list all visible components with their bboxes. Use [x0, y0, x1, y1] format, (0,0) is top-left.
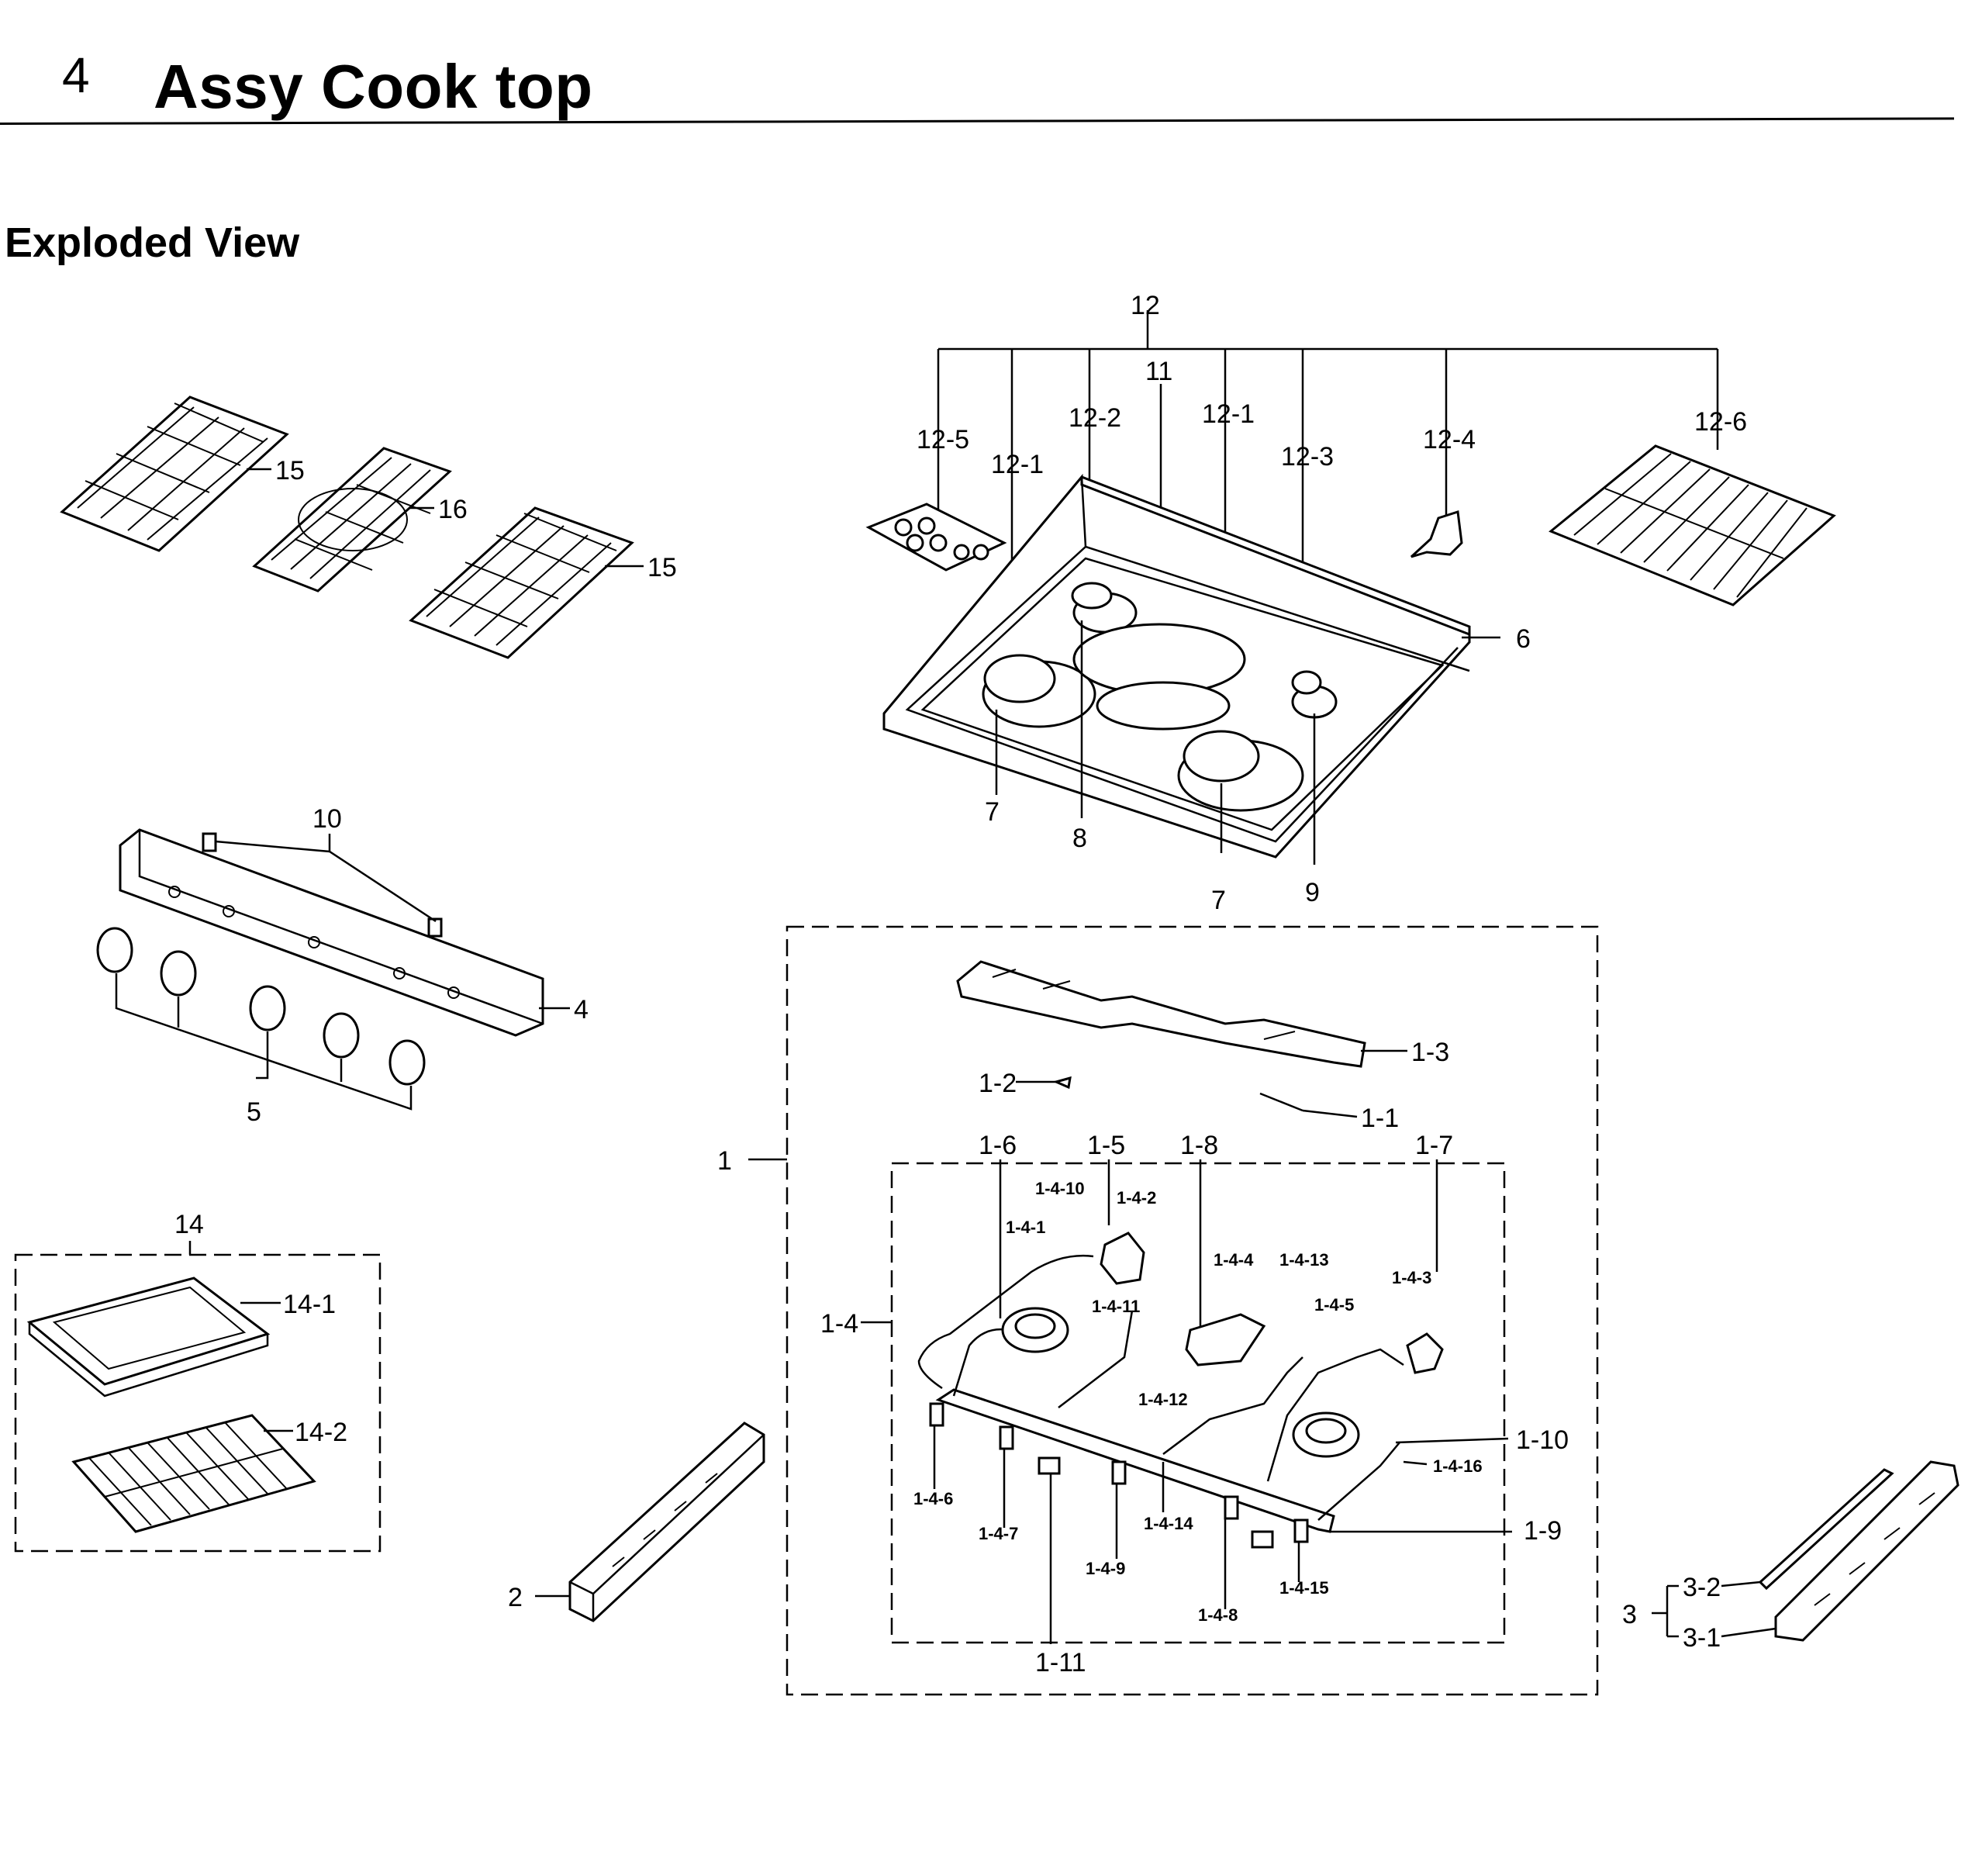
control-panel: [119, 828, 544, 1037]
tray: [26, 1277, 271, 1397]
label-6: 6: [1516, 624, 1531, 654]
label-12-2: 12-2: [1069, 403, 1121, 433]
label-12-3: 12-3: [1281, 442, 1334, 472]
label-16: 16: [438, 495, 468, 524]
label-7-right: 7: [1211, 886, 1226, 915]
label-14-2: 14-2: [295, 1418, 347, 1447]
label-1-8: 1-8: [1180, 1131, 1218, 1160]
label-1-4-15: 1-4-15: [1279, 1578, 1329, 1598]
label-3-2: 3-2: [1683, 1573, 1721, 1602]
label-1-7: 1-7: [1415, 1131, 1453, 1160]
label-1-4-11: 1-4-11: [1092, 1297, 1140, 1316]
cooktop-6: [882, 473, 1471, 859]
label-12-4: 12-4: [1423, 425, 1476, 454]
label-1-11: 1-11: [1035, 1648, 1086, 1677]
grate-left: [60, 396, 289, 552]
label-11: 11: [1145, 357, 1172, 386]
oven-rack: [71, 1414, 316, 1533]
rail-3-1: [1774, 1460, 1959, 1642]
label-1-4-3: 1-4-3: [1392, 1268, 1431, 1287]
label-3-1: 3-1: [1683, 1623, 1721, 1653]
label-4: 4: [574, 995, 589, 1024]
clip-1-2: [1052, 1076, 1072, 1090]
label-10: 10: [312, 804, 342, 834]
label-12-5: 12-5: [917, 425, 969, 454]
bracket-12-4: [1410, 510, 1463, 558]
label-1-4: 1-4: [820, 1309, 858, 1339]
section-number: 4: [62, 47, 90, 103]
label-1-4-4: 1-4-4: [1214, 1250, 1254, 1270]
label-1-4-8: 1-4-8: [1198, 1605, 1238, 1625]
label-1-5: 1-5: [1087, 1131, 1125, 1160]
label-12-6: 12-6: [1694, 407, 1747, 437]
label-1: 1: [717, 1146, 732, 1176]
label-1-4-2: 1-4-2: [1117, 1188, 1156, 1207]
label-1-4-9: 1-4-9: [1086, 1559, 1125, 1578]
section-subtitle: Exploded View: [5, 219, 300, 266]
accessory-box: [14, 1253, 382, 1553]
rail-3-2: [1758, 1468, 1894, 1591]
label-14: 14: [174, 1210, 204, 1239]
label-5: 5: [247, 1097, 261, 1127]
label-15-right: 15: [647, 553, 677, 582]
label-1-1: 1-1: [1361, 1104, 1399, 1133]
bracket-1-3: [956, 960, 1366, 1068]
label-1-4-14: 1-4-14: [1144, 1514, 1193, 1533]
label-1-4-12: 1-4-12: [1138, 1390, 1188, 1409]
label-1-4-13: 1-4-13: [1279, 1250, 1329, 1270]
burner-caps-kit: [865, 503, 1007, 572]
label-1-3: 1-3: [1411, 1038, 1449, 1067]
label-14-1: 14-1: [283, 1290, 336, 1319]
label-1-4-5: 1-4-5: [1314, 1295, 1354, 1315]
label-3: 3: [1622, 1600, 1637, 1629]
label-15-left: 15: [275, 456, 305, 485]
label-1-10: 1-10: [1516, 1425, 1569, 1455]
assembly-1-box: [786, 925, 1599, 1696]
label-1-4-10: 1-4-10: [1035, 1179, 1085, 1198]
label-2: 2: [508, 1583, 523, 1612]
label-1-9: 1-9: [1524, 1516, 1562, 1546]
gas-manifold: [917, 1232, 1444, 1549]
grid-12-6: [1549, 444, 1836, 606]
label-1-4-7: 1-4-7: [979, 1524, 1018, 1543]
assembly-1-4-box: [890, 1162, 1506, 1644]
label-1-6: 1-6: [979, 1131, 1017, 1160]
label-9: 9: [1305, 878, 1320, 907]
label-1-4-1: 1-4-1: [1006, 1218, 1045, 1237]
grate-center: [252, 447, 452, 593]
rail-2: [568, 1422, 765, 1622]
label-1-4-16: 1-4-16: [1433, 1456, 1483, 1476]
label-12-1-right: 12-1: [1202, 399, 1255, 429]
label-12-1-left: 12-1: [991, 450, 1044, 479]
label-7-left: 7: [985, 797, 1000, 827]
label-1-2: 1-2: [979, 1069, 1017, 1098]
label-12: 12: [1131, 291, 1160, 320]
knobs: [96, 927, 426, 1086]
label-8: 8: [1072, 824, 1087, 853]
page-title: Assy Cook top: [154, 52, 593, 121]
label-1-4-6: 1-4-6: [913, 1489, 953, 1508]
grate-right: [409, 506, 634, 659]
